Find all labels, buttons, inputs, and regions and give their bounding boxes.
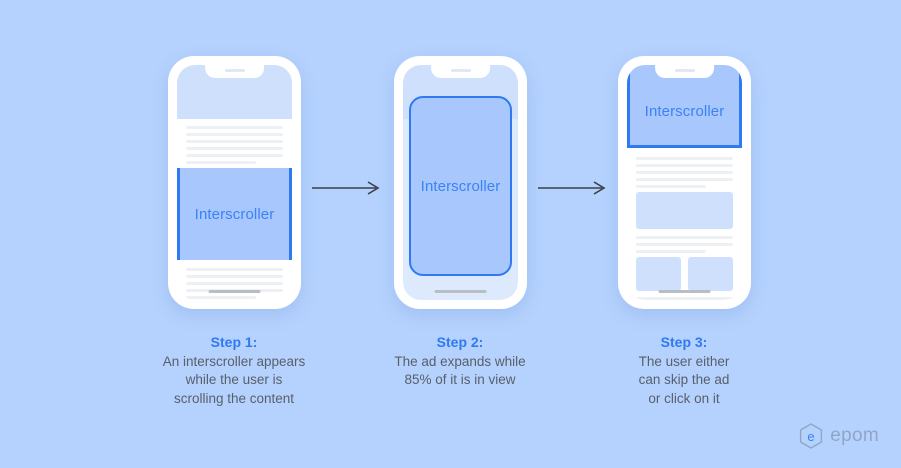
phone-3-screen: Interscroller [627, 65, 742, 300]
phone-step-1: Interscroller [168, 56, 301, 309]
text-line [186, 154, 283, 157]
interscroller-ad-docked-top[interactable]: Interscroller [627, 65, 742, 148]
ad-label: Interscroller [420, 177, 501, 195]
step-1-description: An interscroller appears while the user … [162, 353, 306, 406]
article-image-pair [636, 257, 733, 291]
speaker-icon [224, 69, 245, 72]
step-2-title: Step 2: [436, 334, 484, 350]
text-line [186, 296, 256, 299]
text-line [636, 185, 706, 188]
home-indicator [208, 290, 261, 293]
phone-2-screen: Interscroller [403, 65, 518, 300]
interscroller-ad-inline[interactable]: Interscroller [177, 168, 292, 260]
text-line [186, 161, 256, 164]
text-line [636, 243, 733, 246]
text-line [186, 147, 283, 150]
phone-1-screen: Interscroller [177, 65, 292, 300]
text-line [636, 297, 733, 300]
interscroller-ad-expanded[interactable]: Interscroller [409, 96, 512, 276]
svg-text:e: e [808, 429, 815, 444]
ad-label: Interscroller [194, 205, 275, 223]
step-2-description: The ad expands while 85% of it is in vie… [394, 353, 526, 388]
arrow-step2-to-step3 [538, 180, 608, 201]
text-line [636, 171, 733, 174]
speaker-icon [674, 69, 695, 72]
home-indicator [434, 290, 487, 293]
article-image-right [688, 257, 733, 291]
home-indicator [658, 290, 711, 293]
epom-logo: e epom [798, 422, 879, 450]
ad-label: Interscroller [644, 103, 725, 120]
text-line [636, 236, 733, 239]
caption-step-3: Step 3: The user either can skip the ad … [584, 333, 784, 408]
epom-wordmark: epom [830, 425, 879, 446]
arrow-step1-to-step2 [312, 180, 382, 201]
text-line [186, 275, 283, 278]
article-text-lines-bottom [627, 297, 742, 300]
article-image-left [636, 257, 681, 291]
text-line [636, 157, 733, 160]
step-3-title: Step 3: [660, 334, 708, 350]
text-line [636, 178, 733, 181]
text-line [636, 164, 733, 167]
article-text-lines-bottom [177, 268, 292, 299]
text-line [186, 133, 283, 136]
step-1-title: Step 1: [210, 334, 258, 350]
text-line [186, 140, 283, 143]
text-line [186, 126, 283, 129]
epom-hexagon-e-icon: e [800, 423, 823, 449]
speaker-icon [450, 69, 471, 72]
phone-step-2: Interscroller [394, 56, 527, 309]
caption-step-2: Step 2: The ad expands while 85% of it i… [360, 333, 560, 390]
article-image-block [636, 192, 733, 229]
article-text-lines-middle [627, 236, 742, 253]
article-text-lines-top [627, 157, 742, 188]
article-text-lines-top [177, 126, 292, 164]
text-line [186, 268, 283, 271]
text-line [636, 250, 706, 253]
arrow-right-icon [312, 181, 380, 195]
phone-step-3: Interscroller [618, 56, 751, 309]
caption-step-1: Step 1: An interscroller appears while t… [134, 333, 334, 408]
text-line [186, 282, 283, 285]
step-3-description: The user either can skip the ad or click… [638, 353, 730, 406]
arrow-right-icon [538, 181, 606, 195]
